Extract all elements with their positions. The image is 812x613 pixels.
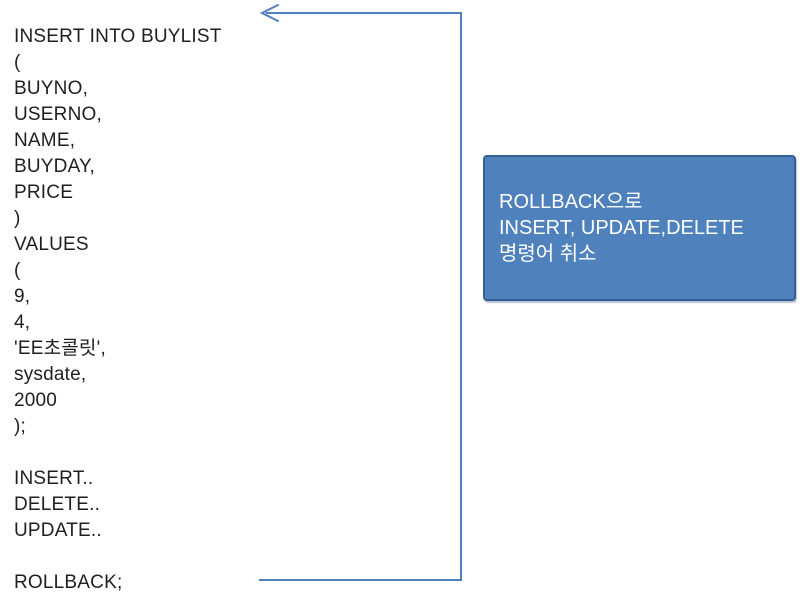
code-line: 9,	[14, 286, 31, 307]
code-line: )	[14, 208, 21, 229]
code-line: VALUES	[14, 234, 89, 255]
code-line	[14, 544, 334, 570]
code-line: 2000	[14, 390, 58, 411]
code-line: sysdate,	[14, 364, 87, 385]
code-line: ROLLBACK;	[14, 572, 123, 593]
code-line: (	[14, 52, 21, 73]
code-line: 'EE초콜릿',	[14, 338, 106, 359]
sql-code-block: INSERT INTO BUYLIST ( BUYNO, USERNO, NAM…	[14, 24, 334, 596]
callout-line: ROLLBACK으로	[499, 191, 643, 213]
code-line: (	[14, 260, 21, 281]
callout-line: INSERT, UPDATE,DELETE	[499, 217, 744, 239]
arrowhead-icon	[259, 4, 279, 22]
code-line	[14, 440, 334, 466]
code-line: );	[14, 416, 27, 437]
callout-line: 명령어 취소	[499, 243, 597, 265]
code-line: INSERT INTO BUYLIST	[14, 26, 222, 47]
code-line: PRICE	[14, 182, 74, 203]
code-line: 4,	[14, 312, 31, 333]
rollback-callout-box: ROLLBACK으로 INSERT, UPDATE,DELETE 명령어 취소	[483, 155, 796, 301]
code-line: UPDATE..	[14, 520, 102, 541]
code-line: USERNO,	[14, 104, 102, 125]
code-line: NAME,	[14, 130, 76, 151]
code-line: BUYNO,	[14, 78, 89, 99]
code-line: BUYDAY,	[14, 156, 95, 177]
code-line: DELETE..	[14, 494, 101, 515]
code-line: INSERT..	[14, 468, 94, 489]
